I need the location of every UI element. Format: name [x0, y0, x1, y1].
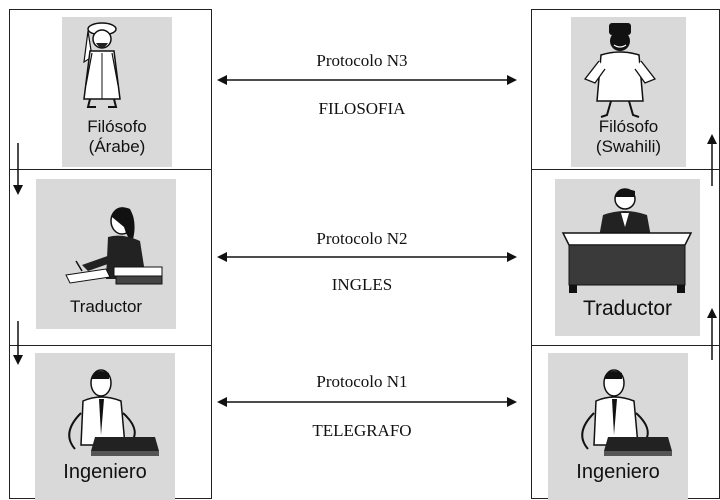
protocol-n1-label: Protocolo N1: [316, 372, 408, 391]
left-engineer-label: Ingeniero: [63, 461, 147, 483]
right-translator-label: Traductor: [582, 297, 673, 320]
protocol-n2-label: Protocolo N2: [316, 229, 408, 248]
right-philosopher-label: Filósofo: [598, 117, 659, 136]
protocol-n3-arrow: [217, 75, 517, 85]
woman-translator-writing-icon: [65, 207, 163, 285]
right-engineer-label: Ingeniero: [576, 461, 660, 483]
left-philosopher-qualifier: (Árabe): [88, 136, 146, 156]
left-philosopher-label: Filósofo: [87, 117, 147, 136]
protocol-n3-label: Protocolo N3: [316, 51, 408, 70]
engineer-telegraph-icon: [68, 369, 159, 456]
man-translator-desk-icon: [561, 188, 693, 293]
right-engineer-picture: Ingeniero: [548, 353, 688, 500]
left-down-arrow-lower: [13, 321, 23, 365]
left-level2-box: Traductor: [9, 169, 212, 347]
left-engineer-picture: Ingeniero: [35, 353, 175, 500]
right-up-arrow-upper: [707, 134, 717, 186]
right-philosopher-qualifier: (Swahili): [595, 136, 662, 156]
left-philosopher-picture: Filósofo (Árabe): [62, 17, 172, 167]
left-level1-box: Ingeniero: [9, 345, 212, 500]
protocol-n1-content: TELEGRAFO: [312, 421, 412, 440]
arab-philosopher-figure-icon: [83, 22, 121, 108]
protocol-n2-arrow: [217, 252, 517, 262]
protocol-n3-content: FILOSOFIA: [318, 99, 406, 118]
right-up-arrow-lower: [707, 308, 717, 360]
african-philosopher-figure-icon: [583, 23, 657, 118]
right-translator-picture: Traductor: [555, 179, 700, 336]
left-level3-box: Filósofo (Árabe): [9, 9, 212, 171]
right-level2-box: Traductor: [531, 169, 720, 347]
engineer-telegraph-icon: [581, 369, 672, 456]
right-level1-box: Ingeniero: [531, 345, 720, 500]
right-level3-box: Filósofo (Swahili): [531, 9, 720, 171]
left-translator-label: Traductor: [69, 297, 143, 316]
left-translator-picture: Traductor: [36, 179, 176, 329]
protocol-n2-content: INGLES: [331, 275, 393, 294]
right-philosopher-picture: Filósofo (Swahili): [571, 17, 686, 167]
protocol-n1-arrow: [217, 397, 517, 407]
left-down-arrow-upper: [13, 143, 23, 195]
